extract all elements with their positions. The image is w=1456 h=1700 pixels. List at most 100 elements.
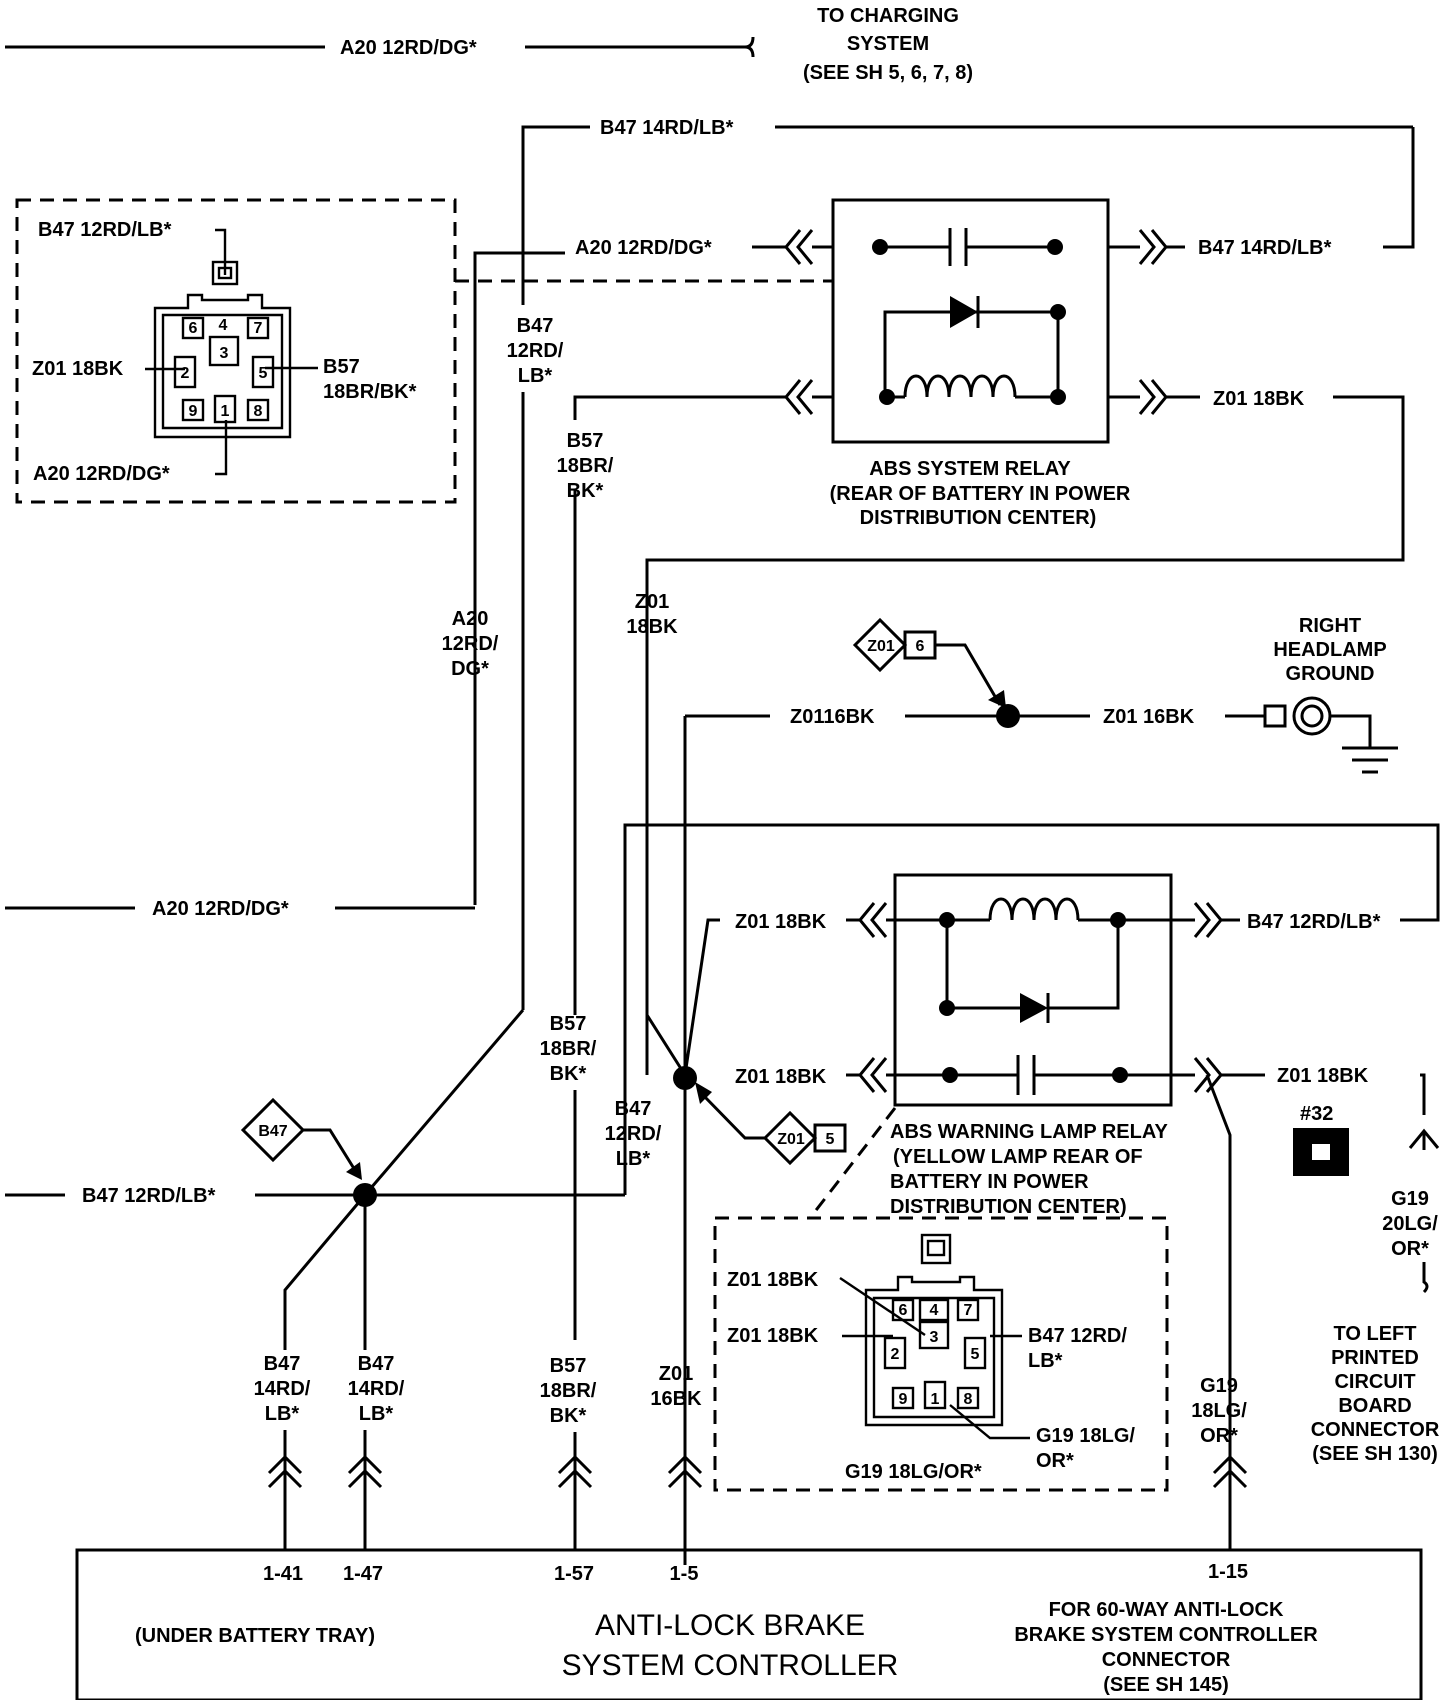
vert-b57a-1: B57 <box>567 430 604 452</box>
vert-b47b-3: LB* <box>616 1148 651 1170</box>
ctrl-note-1: FOR 60-WAY ANTI-LOCK <box>1049 1599 1284 1621</box>
warn-left-bottom-label: Z01 18BK <box>735 1066 827 1088</box>
mid-a20-label: A20 12RD/DG* <box>152 898 289 920</box>
c2-z01-b-label: Z01 18BK <box>727 1325 819 1347</box>
abs-relay-title-1: ABS SYSTEM RELAY <box>869 458 1071 480</box>
vert-z01-1: Z01 <box>635 591 669 613</box>
c2-pin-4: 4 <box>930 1302 939 1319</box>
charging-line-3: (SEE SH 5, 6, 7, 8) <box>803 62 973 84</box>
ctrl-note-2: BRAKE SYSTEM CONTROLLER <box>1014 1624 1318 1646</box>
splice5-code: Z01 <box>777 1131 805 1148</box>
c2-g19a-label-2: OR* <box>1036 1450 1074 1472</box>
c2-g19a-label-1: G19 18LG/ <box>1036 1425 1135 1447</box>
c1-pin-7: 7 <box>254 320 263 337</box>
b47-top-label: B47 14RD/LB* <box>600 117 734 139</box>
c2-b47-label-2: LB* <box>1028 1350 1063 1372</box>
bottom-wires: B47 14RD/ LB* B47 14RD/ LB* B57 18BR/ BK… <box>254 1353 1247 1550</box>
connector1-socket: 4 6 7 3 2 5 9 1 8 <box>153 260 292 439</box>
ctrl-pin-1-41: 1-41 <box>263 1563 303 1585</box>
bw-b47a-1: B47 <box>264 1353 301 1375</box>
vert-a20-3: DG* <box>451 658 489 680</box>
wire-b57-relay <box>573 395 786 1015</box>
warn-relay-title-4: DISTRIBUTION CENTER) <box>890 1196 1127 1218</box>
c1-z01-label: Z01 18BK <box>32 358 124 380</box>
c2-pin-6: 6 <box>899 1302 908 1319</box>
to-left-3: CIRCUIT <box>1334 1371 1415 1393</box>
ctrl-pin-1-5: 1-5 <box>670 1563 699 1585</box>
g19-right-2: 20LG/ <box>1382 1213 1438 1235</box>
c2-pin-3: 3 <box>930 1329 939 1346</box>
c2-pin-5: 5 <box>971 1346 980 1363</box>
ground-splice-num: 6 <box>916 638 925 655</box>
to-left-4: BOARD <box>1338 1395 1411 1417</box>
to-left-5: CONNECTOR <box>1311 1419 1440 1441</box>
abs-relay-title-3: DISTRIBUTION CENTER) <box>860 507 1097 529</box>
abs-relay-left-top-label: A20 12RD/DG* <box>575 237 712 259</box>
c1-b57-label-1: B57 <box>323 356 360 378</box>
warn-right-bottom-label: Z01 18BK <box>1277 1065 1369 1087</box>
c1-pin-3: 3 <box>220 345 229 362</box>
to-left-6: (SEE SH 130) <box>1312 1443 1438 1465</box>
vert-b57b-2: 18BR/ <box>540 1038 597 1060</box>
ctrl-pin-1-57: 1-57 <box>554 1563 594 1585</box>
bw-z01-2: 16BK <box>650 1388 702 1410</box>
warn-relay-title-3: BATTERY IN POWER <box>890 1171 1089 1193</box>
warn-relay-title-1: ABS WARNING LAMP RELAY <box>890 1121 1168 1143</box>
c1-a20-label: A20 12RD/DG* <box>33 463 170 485</box>
ctrl-title-2: SYSTEM CONTROLLER <box>562 1649 899 1682</box>
g19-right-3: OR* <box>1391 1238 1429 1260</box>
bw-b57-2: 18BR/ <box>540 1380 597 1402</box>
ctrl-pin-1-47: 1-47 <box>343 1563 383 1585</box>
c2-z01-a-label: Z01 18BK <box>727 1269 819 1291</box>
connector1-group: B47 12RD/LB* Z01 18BK B57 18BR/BK* A20 1… <box>15 198 833 504</box>
bw-g19-3: OR* <box>1200 1425 1238 1447</box>
wire-a20-top-label: A20 12RD/DG* <box>340 37 477 59</box>
bw-g19-1: G19 <box>1200 1375 1238 1397</box>
to-left-2: PRINTED <box>1331 1347 1419 1369</box>
warn-relay-title-2: (YELLOW LAMP REAR OF <box>893 1146 1143 1168</box>
warn-right-top-label: B47 12RD/LB* <box>1247 911 1381 933</box>
bw-b47a-2: 14RD/ <box>254 1378 311 1400</box>
wire-a20-top: A20 12RD/DG* <box>5 36 755 59</box>
vert-b57a-2: 18BR/ <box>557 455 614 477</box>
abs-system-relay: ABS SYSTEM RELAY (REAR OF BATTERY IN POW… <box>784 198 1168 529</box>
splice-z01-5: Z01 5 <box>695 1082 847 1166</box>
wire-a20-relay: A20 12RD/DG* <box>473 237 786 905</box>
c1-pin-6: 6 <box>189 320 198 337</box>
bw-z01-1: Z01 <box>659 1363 693 1385</box>
connector2-group: Z01 18BK Z01 18BK B47 12RD/ LB* G19 18LG… <box>713 1107 1169 1492</box>
ground-splice-code: Z01 <box>867 638 895 655</box>
fuse-32-label: #32 <box>1300 1103 1333 1125</box>
c2-pin-2: 2 <box>891 1346 900 1363</box>
b47-left-label: B47 12RD/LB* <box>82 1185 216 1207</box>
bw-b47b-1: B47 <box>358 1353 395 1375</box>
bw-b47b-2: 14RD/ <box>348 1378 405 1400</box>
ctrl-note-4: (SEE SH 145) <box>1103 1674 1229 1696</box>
c1-b57-label-2: 18BR/BK* <box>323 381 417 403</box>
charging-system-note: TO CHARGING SYSTEM (SEE SH 5, 6, 7, 8) <box>803 5 973 84</box>
vert-b47b-2: 12RD/ <box>605 1123 662 1145</box>
c1-pin-2: 2 <box>181 365 190 382</box>
c1-pin-9: 9 <box>189 403 198 420</box>
charging-line-1: TO CHARGING <box>817 5 959 27</box>
wire-z01-relay-right: Z01 18BK <box>645 388 1405 1075</box>
abs-relay-right-top-label: B47 14RD/LB* <box>1198 237 1332 259</box>
splice-b47-label: B47 <box>258 1123 287 1140</box>
ground-title-2: HEADLAMP <box>1273 639 1386 661</box>
bw-b47b-3: LB* <box>359 1403 394 1425</box>
warn-left-top-label: Z01 18BK <box>735 911 827 933</box>
g19-right-1: G19 <box>1391 1188 1429 1210</box>
vert-b47-1: B47 <box>517 315 554 337</box>
c2-g19b-label: G19 18LG/OR* <box>845 1461 982 1483</box>
bw-b47a-3: LB* <box>265 1403 300 1425</box>
vert-b47-2: 12RD/ <box>507 340 564 362</box>
splice-b47: B47 <box>240 1097 377 1207</box>
ground-title-1: RIGHT <box>1299 615 1361 637</box>
vert-b57a-3: BK* <box>567 480 604 502</box>
g19-right-break <box>1422 1262 1429 1294</box>
bw-b57-3: BK* <box>550 1405 587 1427</box>
wire-a20-mid: A20 12RD/DG* <box>5 898 475 920</box>
c1-pin-5: 5 <box>259 365 268 382</box>
vert-a20-2: 12RD/ <box>442 633 499 655</box>
